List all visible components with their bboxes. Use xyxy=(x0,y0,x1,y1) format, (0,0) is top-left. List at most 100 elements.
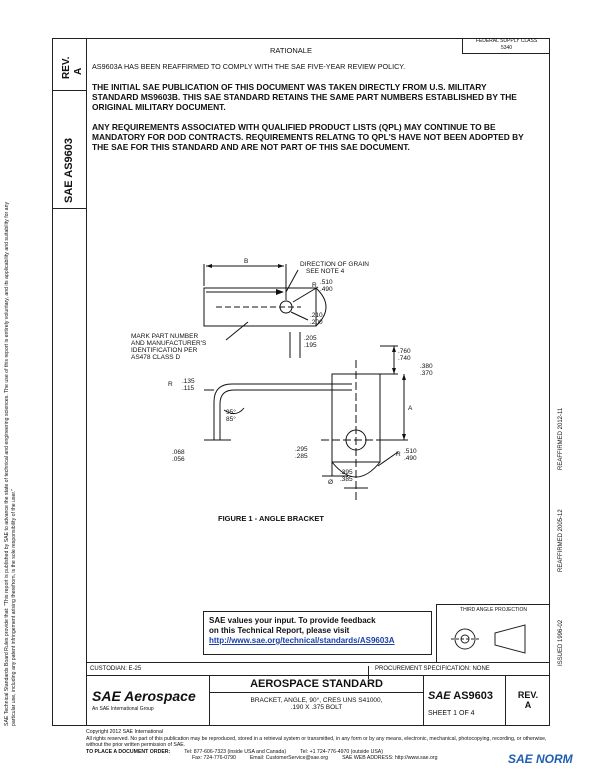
dim-285: .285 xyxy=(295,453,308,460)
description-line-1: BRACKET, ANGLE, 90°, CRES UNS S41000, xyxy=(250,697,383,704)
sae-mark: SAE xyxy=(63,180,75,203)
dim-385: .385 xyxy=(340,476,353,483)
custodian: CUSTODIAN: E-25 xyxy=(90,666,142,672)
grain-note-2: SEE NOTE 4 xyxy=(306,268,345,275)
dim-510-front: .510 xyxy=(404,448,417,455)
fax: Fax: 724-776-0790 xyxy=(192,755,236,761)
doc-number: AS9603 xyxy=(63,137,75,178)
third-angle-label: THIRD ANGLE PROJECTION xyxy=(460,607,527,613)
doc-number-cell: SAE AS9603 xyxy=(53,91,87,209)
side-view-outer xyxy=(213,383,352,440)
fed-class-label: FEDERAL SUPPLY CLASS xyxy=(475,38,538,44)
grain-note-1: DIRECTION OF GRAIN xyxy=(300,261,369,268)
standard-title: AEROSPACE STANDARD xyxy=(210,676,423,693)
tb-number: AS9603 xyxy=(453,690,494,702)
arrow-grain xyxy=(276,289,284,295)
top-view-end xyxy=(315,287,327,327)
sheet-number: SHEET 1 OF 4 xyxy=(428,710,475,717)
sae-norm-watermark: SAE NORM xyxy=(508,752,573,766)
dim-115: .115 xyxy=(182,385,195,392)
federal-supply-class-box: FEDERAL SUPPLY CLASS 5340 xyxy=(462,38,550,54)
leader-mark xyxy=(225,321,249,341)
label-b: B xyxy=(244,258,248,265)
arrow-b-left xyxy=(206,264,212,268)
order-label: TO PLACE A DOCUMENT ORDER: xyxy=(86,748,171,755)
feedback-line-2: on this Technical Report, please visit xyxy=(209,626,350,635)
legal-statement: SAE Technical Standards Board Rules prov… xyxy=(4,201,17,726)
copyright: Copyright 2012 SAE International xyxy=(86,729,163,735)
dim-210: .210 xyxy=(310,312,323,319)
angle-arc xyxy=(223,407,245,414)
r-label-top: R xyxy=(312,282,317,289)
tb-doc-number: SAE AS9603 xyxy=(428,690,493,702)
dim-490-top: .490 xyxy=(320,286,333,293)
number-cell: SAE AS9603 SHEET 1 OF 4 xyxy=(424,676,506,726)
rev-value: A xyxy=(73,67,84,75)
mark-note-1: MARK PART NUMBER xyxy=(131,333,198,340)
tel-usa: Tel: 877-606-7323 (inside USA and Canada… xyxy=(184,748,287,755)
angle-95: 95° xyxy=(226,408,236,416)
fed-class-code: 5340 xyxy=(500,45,513,51)
arrow-760-bottom xyxy=(392,368,396,374)
logo-cell: SAE Aerospace An SAE International Group xyxy=(86,676,210,726)
diameter-symbol: Ø xyxy=(328,479,333,486)
dim-740: .740 xyxy=(398,355,411,362)
description-line-2: .190 X .375 BOLT xyxy=(290,704,343,711)
mark-note-3: IDENTIFICATION PER xyxy=(131,347,198,354)
feedback-link[interactable]: http://www.sae.org/technical/standards/A… xyxy=(209,636,395,645)
arrow-a-top xyxy=(402,374,406,380)
arrow-b-right xyxy=(278,264,284,268)
dim-056: .056 xyxy=(172,456,185,463)
figure-caption: FIGURE 1 - ANGLE BRACKET xyxy=(218,514,324,523)
top-view-outline xyxy=(203,287,317,327)
feedback-line-1: SAE values your input. To provide feedba… xyxy=(209,616,376,625)
arrow-760-top xyxy=(392,346,396,352)
leader-grain xyxy=(285,269,299,293)
tel-outside: Tel: +1 724-776-4970 (outside USA) xyxy=(300,748,383,755)
tb-rev-label: REV. xyxy=(517,690,539,700)
r-label-135: R xyxy=(168,381,173,388)
label-a: A xyxy=(408,405,413,412)
dim-200: .200 xyxy=(310,319,323,326)
paragraph-2: ANY REQUIREMENTS ASSOCIATED WITH QUALIFI… xyxy=(92,122,524,152)
mark-note-2: AND MANUFACTURER'S xyxy=(131,340,207,347)
projection-symbol xyxy=(451,624,526,654)
drawing-frame xyxy=(86,38,550,726)
rationale-title: RATIONALE xyxy=(270,46,312,55)
issued-date: ISSUED 1996-02 xyxy=(558,619,564,666)
rev-cell: REV. A xyxy=(53,39,87,91)
reaffirmed-date-2: REAFFIRMED 2012-11 xyxy=(558,407,564,470)
angle-85: 85° xyxy=(226,415,236,423)
procurement-spec: PROCUREMENT SPECIFICATION: NONE xyxy=(368,666,490,679)
tb-sae-mark: SAE xyxy=(428,690,451,702)
rights-notice: All rights reserved. No part of this pub… xyxy=(86,735,547,749)
rationale-text: AS9603A HAS BEEN REAFFIRMED TO COMPLY WI… xyxy=(92,62,406,71)
tb-rev-value: A xyxy=(524,700,532,710)
leader-r xyxy=(292,286,319,303)
leader-hole xyxy=(290,311,309,321)
custodian-row: CUSTODIAN: E-25 PROCUREMENT SPECIFICATIO… xyxy=(86,662,550,679)
r-label-510: R xyxy=(396,451,401,458)
dim-205: .205 xyxy=(304,335,317,342)
rev-label: REV. xyxy=(61,56,72,79)
reaffirmed-date-1: REAFFIRMED 2005-12 xyxy=(558,509,564,572)
dim-395: .395 xyxy=(340,469,353,476)
email: Email: CustomerService@sae.org xyxy=(249,755,329,761)
feedback-box: SAE values your input. To provide feedba… xyxy=(203,611,432,655)
title-cell: AEROSPACE STANDARD BRACKET, ANGLE, 90°, … xyxy=(210,676,424,726)
leader-r510 xyxy=(377,451,399,467)
mark-note-4: AS478 CLASS D xyxy=(131,354,180,361)
paragraph-1: THE INITIAL SAE PUBLICATION OF THIS DOCU… xyxy=(92,82,517,112)
dim-380: .380 xyxy=(420,363,433,370)
sae-aerospace-logo: SAE Aerospace xyxy=(92,688,196,704)
dim-370: .370 xyxy=(420,370,433,377)
dim-510-top: .510 xyxy=(320,279,333,286)
dim-490-front: .490 xyxy=(404,455,417,462)
dim-195: .195 xyxy=(304,342,317,349)
third-angle-box: THIRD ANGLE PROJECTION xyxy=(436,604,550,662)
dim-760: .760 xyxy=(398,348,411,355)
angle-bracket-drawing: B DIRECTION OF GRAIN SEE NOTE 4 R .510 .… xyxy=(131,258,433,502)
rev-cell-bottom: REV. A xyxy=(506,676,550,726)
side-view-inner xyxy=(219,389,352,440)
left-side-column: REV. A SAE AS9603 xyxy=(52,38,87,726)
